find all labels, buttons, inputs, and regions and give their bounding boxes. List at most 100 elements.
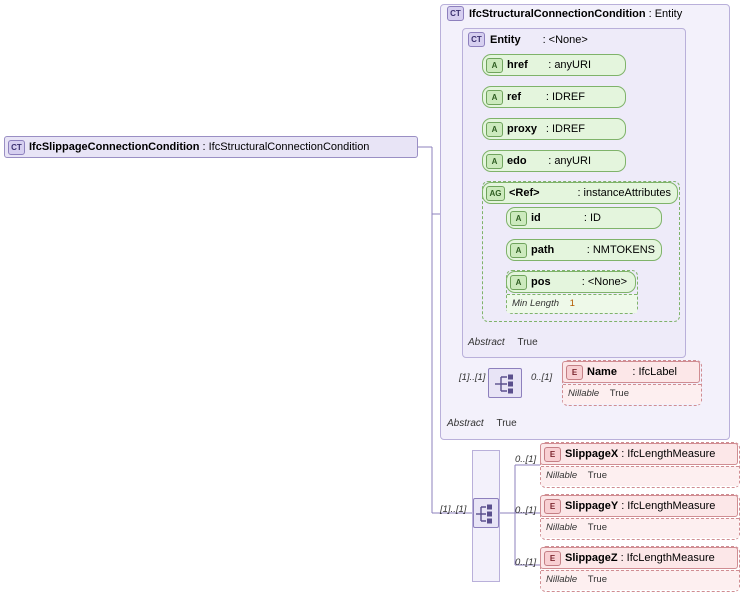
element-icon: E [544, 498, 561, 514]
node-element-slippagez[interactable]: E SlippageZ : IfcLengthMeasure [540, 547, 738, 569]
nillable-label: Nillable [546, 574, 578, 585]
panel-entity-title[interactable]: CT Entity : <None> [468, 32, 588, 47]
occurrence-slippagex: 0..[1] [515, 454, 537, 465]
slippagey-nillable: Nillable True [546, 522, 607, 533]
element-name: SlippageY [565, 500, 619, 512]
nillable-value: True [587, 522, 607, 533]
panel-entity-type: : <None> [542, 33, 588, 46]
entity-abstract: Abstract True [468, 337, 538, 348]
node-attribute-ref[interactable]: A ref : IDREF [482, 86, 626, 108]
node-element-name[interactable]: E Name : IfcLabel [562, 361, 700, 383]
attribute-icon: A [486, 121, 503, 137]
node-attribute-id[interactable]: A id : ID [506, 207, 662, 229]
attributegroup-icon: AG [486, 185, 505, 201]
slippagez-nillable: Nillable True [546, 574, 607, 585]
occurrence-name: 0..[1] [531, 372, 553, 383]
base-abstract-value: True [496, 418, 517, 429]
nillable-value: True [587, 470, 607, 481]
attribute-group-name: <Ref> [509, 187, 540, 199]
name-nillable-bar [563, 384, 701, 404]
element-type: : IfcLabel [632, 366, 677, 378]
attribute-type: : anyURI [548, 155, 591, 167]
complextype-icon: CT [8, 139, 25, 155]
attribute-type: : <None> [581, 276, 627, 288]
element-name: SlippageZ [565, 552, 618, 564]
attribute-pos-facet-box [506, 270, 638, 314]
slippagex-nillable: Nillable True [546, 470, 607, 481]
base-abstract: Abstract True [447, 418, 517, 429]
attribute-type: : ID [583, 212, 601, 224]
element-type: : IfcLengthMeasure [621, 448, 716, 460]
attribute-group-type: : instanceAttributes [577, 187, 671, 199]
attribute-icon: A [486, 153, 503, 169]
node-element-slippagey[interactable]: E SlippageY : IfcLengthMeasure [540, 495, 738, 517]
panel-base-type-label: : Entity [648, 7, 683, 20]
root-type: : IfcStructuralConnectionCondition [202, 141, 370, 153]
slippagez-nillable-bar [541, 570, 739, 590]
slippagez-box [540, 546, 740, 592]
node-attribute-proxy[interactable]: A proxy : IDREF [482, 118, 626, 140]
attribute-pos-facet: Min Length 1 [512, 298, 575, 309]
facet-value: 1 [569, 298, 575, 309]
node-root-complextype[interactable]: CT IfcSlippageConnectionCondition : IfcS… [4, 136, 418, 158]
element-icon: E [544, 446, 561, 462]
attribute-group-box [482, 181, 680, 322]
attribute-name: ref [507, 91, 522, 103]
sequence-icon [495, 374, 513, 394]
attribute-icon: A [510, 210, 527, 226]
nillable-label: Nillable [546, 522, 578, 533]
panel-base-name: IfcStructuralConnectionCondition [469, 7, 646, 20]
attribute-name: edo [507, 155, 527, 167]
node-attribute-group-ref[interactable]: AG <Ref> : instanceAttributes [482, 182, 678, 204]
element-icon: E [544, 550, 561, 566]
attribute-name: pos [531, 276, 551, 288]
node-attribute-href[interactable]: A href : anyURI [482, 54, 626, 76]
nillable-value: True [609, 388, 629, 399]
sequence-cardinality-slippage: [1]..[1] [440, 504, 467, 515]
sequence-icon [476, 504, 492, 524]
nillable-label: Nillable [546, 470, 578, 481]
complextype-icon: CT [447, 6, 464, 21]
occurrence-slippagey: 0..[1] [515, 505, 537, 516]
attribute-type: : IDREF [545, 91, 585, 103]
name-nillable: Nillable True [568, 388, 629, 399]
attribute-name: href [507, 59, 528, 71]
slippagex-box [540, 442, 740, 488]
attribute-type: : anyURI [548, 59, 591, 71]
slippagey-box [540, 494, 740, 540]
attribute-icon: A [510, 242, 527, 258]
node-attribute-edo[interactable]: A edo : anyURI [482, 150, 626, 172]
facet-label: Min Length [512, 298, 560, 309]
attribute-icon: A [486, 57, 503, 73]
node-attribute-path[interactable]: A path : NMTOKENS [506, 239, 662, 261]
element-type: : IfcLengthMeasure [620, 552, 715, 564]
node-attribute-pos[interactable]: A pos : <None> [506, 271, 636, 293]
attribute-icon: A [510, 274, 527, 290]
element-type: : IfcLengthMeasure [621, 500, 716, 512]
attribute-name: proxy [507, 123, 537, 135]
panel-base-title[interactable]: CT IfcStructuralConnectionCondition : En… [447, 6, 682, 21]
attribute-type: : IDREF [545, 123, 585, 135]
nillable-label: Nillable [568, 388, 600, 399]
entity-abstract-value: True [517, 337, 538, 348]
element-icon: E [566, 364, 583, 380]
slippagey-nillable-bar [541, 518, 739, 538]
name-element-box [562, 360, 702, 406]
element-name: Name [587, 366, 617, 378]
sequence-cardinality-name: [1]..[1] [459, 372, 486, 383]
root-name: IfcSlippageConnectionCondition [29, 141, 200, 153]
attribute-name: path [531, 244, 555, 256]
entity-abstract-label: Abstract [468, 337, 505, 348]
element-name: SlippageX [565, 448, 619, 460]
panel-entity-name: Entity [490, 33, 521, 46]
nillable-value: True [587, 574, 607, 585]
occurrence-slippagez: 0..[1] [515, 557, 537, 568]
slippagex-nillable-bar [541, 466, 739, 486]
attribute-name: id [531, 212, 541, 224]
base-abstract-label: Abstract [447, 418, 484, 429]
node-element-slippagex[interactable]: E SlippageX : IfcLengthMeasure [540, 443, 738, 465]
sequence-connector-name[interactable] [488, 368, 522, 398]
sequence-connector-slippage[interactable] [473, 498, 499, 528]
attribute-type: : NMTOKENS [586, 244, 655, 256]
